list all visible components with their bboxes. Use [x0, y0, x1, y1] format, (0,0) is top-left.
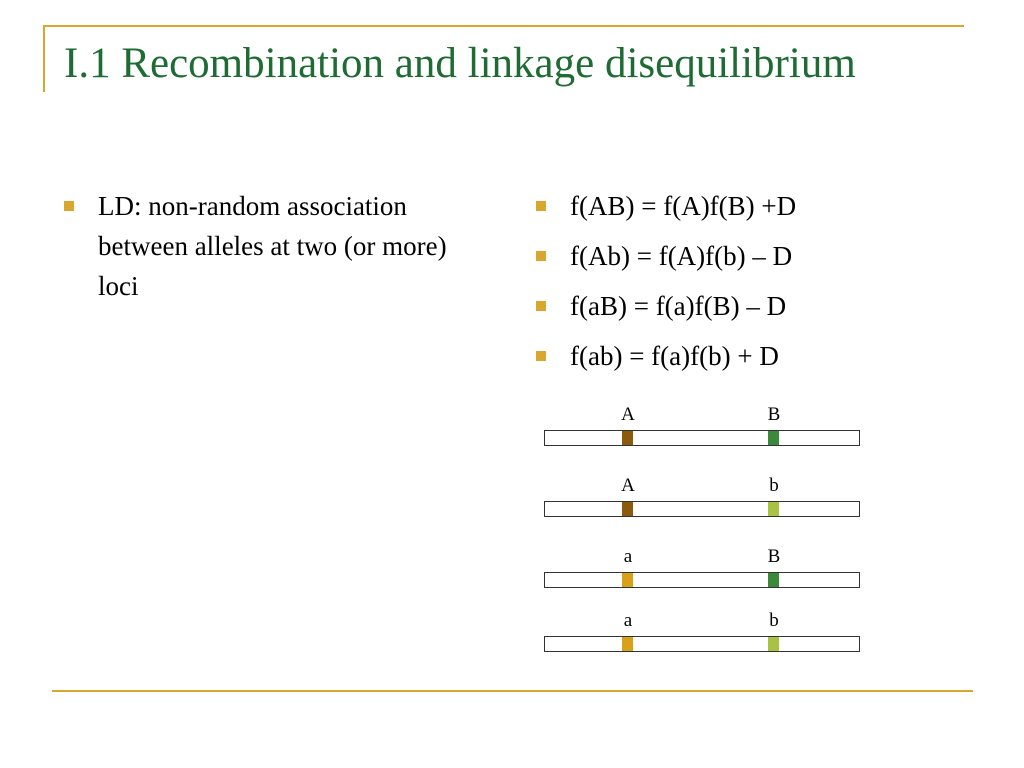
allele-label-locus1: a: [623, 610, 633, 631]
allele-label-locus2: b: [769, 475, 779, 496]
chromosome-bar: [544, 572, 860, 588]
bullet-item: LD: non-random association between allel…: [62, 186, 492, 306]
right-bullet-list: f(AB) = f(A)f(B) +D f(Ab) = f(A)f(b) – D…: [534, 186, 954, 386]
bullet-square-icon: [536, 301, 546, 311]
allele-label-locus1: A: [621, 404, 635, 425]
haplotype-AB: A B: [544, 404, 860, 446]
slide-title: I.1 Recombination and linkage disequilib…: [64, 40, 856, 87]
formula-text: f(AB) = f(A)f(B) +D: [570, 191, 797, 221]
allele-marker-a: [622, 637, 633, 651]
allele-marker-a: [622, 573, 633, 587]
allele-marker-A: [622, 502, 633, 516]
formula-item: f(ab) = f(a)f(b) + D: [534, 336, 954, 376]
formula-text: f(aB) = f(a)f(B) – D: [570, 291, 787, 321]
bullet-square-icon: [536, 251, 546, 261]
formula-item: f(aB) = f(a)f(B) – D: [534, 286, 954, 326]
bottom-rule: [52, 690, 973, 692]
chromosome-bar: [544, 430, 860, 446]
allele-label-locus2: B: [767, 404, 781, 425]
top-rule: [43, 25, 964, 27]
chromosome-bar: [544, 501, 860, 517]
allele-label-locus1: A: [621, 475, 635, 496]
allele-marker-B: [768, 431, 779, 445]
allele-marker-A: [622, 431, 633, 445]
formula-item: f(AB) = f(A)f(B) +D: [534, 186, 954, 226]
allele-label-locus2: B: [767, 546, 781, 567]
haplotype-aB: a B: [544, 546, 860, 588]
allele-label-locus2: b: [769, 610, 779, 631]
haplotype-diagram: A B A b a B a b: [544, 404, 860, 654]
chromosome-bar: [544, 636, 860, 652]
bullet-square-icon: [536, 351, 546, 361]
formula-item: f(Ab) = f(A)f(b) – D: [534, 236, 954, 276]
allele-label-locus1: a: [623, 546, 633, 567]
left-bullet-list: LD: non-random association between allel…: [62, 186, 492, 306]
haplotype-ab: a b: [544, 610, 860, 652]
bullet-text: LD: non-random association between allel…: [98, 191, 447, 301]
bullet-square-icon: [536, 201, 546, 211]
allele-marker-b: [768, 502, 779, 516]
formula-text: f(ab) = f(a)f(b) + D: [570, 341, 779, 371]
formula-text: f(Ab) = f(A)f(b) – D: [570, 241, 793, 271]
left-rule: [43, 25, 45, 92]
allele-marker-B: [768, 573, 779, 587]
bullet-square-icon: [64, 201, 74, 211]
allele-marker-b: [768, 637, 779, 651]
haplotype-Ab: A b: [544, 475, 860, 517]
